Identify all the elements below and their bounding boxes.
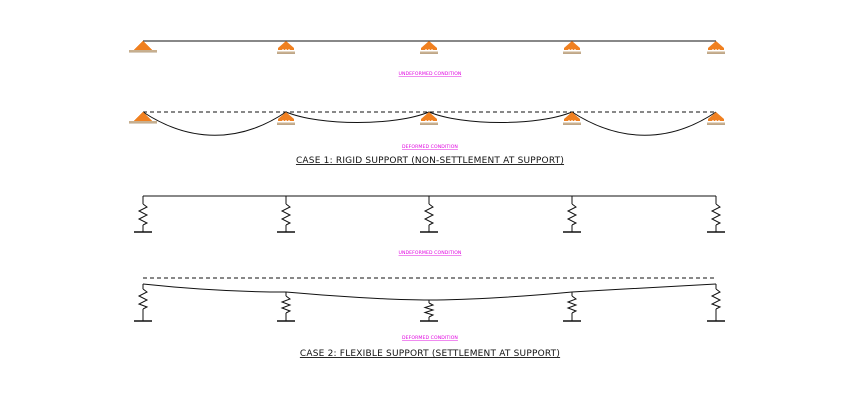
case1-undeformed-roller-support-3 — [419, 40, 439, 54]
case1-undeformed-roller-support-4 — [562, 40, 582, 54]
case2-deflected-beam — [142, 283, 717, 301]
case2-title: CASE 2: FLEXIBLE SUPPORT (SETTLEMENT AT … — [300, 349, 560, 359]
case1-deformed-roller-support-5 — [706, 111, 726, 125]
case1-deformed: DEFORMED CONDITION — [128, 111, 726, 150]
case2-undeformed-spring-support-4 — [562, 195, 582, 233]
case2-deformed-spring-support-3 — [420, 300, 438, 322]
case2-undeformed-spring-support-3 — [419, 195, 439, 233]
case1-undeformed-roller-support-5 — [706, 40, 726, 54]
case2-undeformed-spring-support-2 — [276, 195, 296, 233]
case2-undeformed-label: UNDEFORMED CONDITION — [399, 250, 462, 256]
case2-deformed: DEFORMED CONDITION — [134, 277, 725, 341]
case2-deformed-spring-support-2 — [277, 292, 295, 322]
case1-undeformed-label: UNDEFORMED CONDITION — [399, 71, 462, 77]
case2-undeformed-spring-support-1 — [133, 195, 153, 233]
case1-undeformed-roller-support-2 — [276, 40, 296, 54]
case1-undeformed: UNDEFORMED CONDITION — [128, 40, 726, 77]
case1-title: CASE 1: RIGID SUPPORT (NON-SETTLEMENT AT… — [296, 156, 564, 166]
case2-deformed-spring-support-1 — [134, 284, 152, 322]
case1-deformed-label: DEFORMED CONDITION — [402, 144, 458, 150]
case2-undeformed: UNDEFORMED CONDITION — [133, 195, 726, 256]
case2-deformed-label: DEFORMED CONDITION — [402, 335, 458, 341]
case2-deformed-spring-support-5 — [707, 284, 725, 322]
case2-undeformed-spring-support-5 — [706, 195, 726, 233]
case1-undeformed-pin-support-1 — [128, 40, 158, 53]
case2-deformed-spring-support-4 — [563, 292, 581, 322]
